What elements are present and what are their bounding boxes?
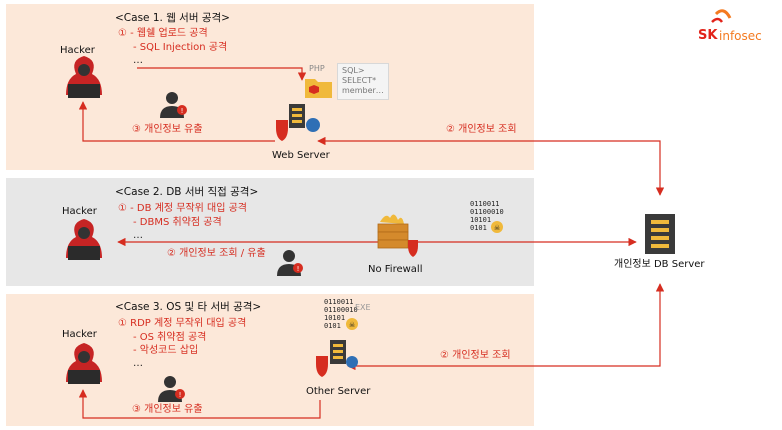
case3-ellipsis: … bbox=[133, 358, 143, 369]
case3-exfil-arrow bbox=[78, 389, 321, 419]
case1-exfil-arrow bbox=[78, 101, 275, 142]
case2-panel bbox=[6, 178, 534, 286]
case2-ellipsis: … bbox=[133, 230, 143, 241]
case3-server-label: Other Server bbox=[306, 386, 371, 397]
case3-step1: ① RDP 계정 무작위 대입 공격 bbox=[118, 318, 247, 329]
binary-line: 0110011 bbox=[470, 200, 500, 208]
case1-step3: ③ 개인정보 유출 bbox=[132, 124, 203, 135]
db-server-label: 개인정보 DB Server bbox=[614, 259, 705, 270]
svg-text:☠: ☠ bbox=[349, 321, 355, 329]
sql-line: SQL> bbox=[342, 66, 365, 75]
logo-name: infosec bbox=[719, 29, 762, 43]
case1-hacker-label: Hacker bbox=[60, 45, 95, 56]
case2-sub1: - DBMS 취약점 공격 bbox=[133, 217, 222, 228]
binary-line: 01100010 bbox=[470, 208, 504, 216]
binary-line: 10101 bbox=[324, 314, 346, 322]
case1-query-arrow bbox=[317, 136, 665, 196]
case1-title: <Case 1. 웹 서버 공격> bbox=[115, 12, 230, 24]
case1-php-label: PHP bbox=[309, 64, 325, 73]
case3-sub1: - OS 취약점 공격 bbox=[133, 332, 207, 343]
svg-text:☠: ☠ bbox=[494, 224, 500, 232]
svg-text:!: ! bbox=[181, 107, 184, 115]
case2-firewall-label: No Firewall bbox=[368, 264, 423, 275]
sql-line: SELECT* bbox=[342, 76, 377, 85]
case1-sub1: - SQL Injection 공격 bbox=[133, 42, 228, 53]
case3-sub2: - 악성코드 삽입 bbox=[133, 345, 199, 356]
case3-query-arrow bbox=[347, 283, 665, 371]
case3-binary: 0110011 01100010 10101 0101 bbox=[324, 298, 358, 330]
case3-hacker-label: Hacker bbox=[62, 329, 97, 340]
case1-step1: ① - 웹쉘 업로드 공격 bbox=[118, 28, 208, 39]
sql-snippet-box: SQL> SELECT* member… bbox=[337, 63, 389, 100]
sql-line: member… bbox=[342, 86, 384, 95]
case1-step2: ② 개인정보 조회 bbox=[446, 124, 517, 135]
binary-line: 0101 bbox=[470, 224, 487, 232]
case2-binary: 0110011 01100010 10101 0101 bbox=[470, 200, 504, 232]
svg-text:!: ! bbox=[179, 391, 182, 399]
case2-step1: ① - DB 계정 무작위 대입 공격 bbox=[118, 203, 248, 214]
case3-title: <Case 3. OS 및 타 서버 공격> bbox=[115, 301, 262, 313]
case1-ellipsis: … bbox=[133, 55, 143, 66]
binary-line: 01100010 bbox=[324, 306, 358, 314]
binary-line: 0110011 bbox=[324, 298, 354, 306]
binary-line: 0101 bbox=[324, 322, 341, 330]
logo-mark: SK bbox=[698, 28, 718, 43]
case1-server-label: Web Server bbox=[272, 150, 330, 161]
case3-step3: ③ 개인정보 유출 bbox=[132, 404, 203, 415]
svg-text:!: ! bbox=[297, 265, 300, 273]
case2-hacker-label: Hacker bbox=[62, 206, 97, 217]
case2-title: <Case 2. DB 서버 직접 공격> bbox=[115, 186, 259, 198]
case3-step2: ② 개인정보 조회 bbox=[440, 350, 511, 361]
case3-exe-label: EXE bbox=[355, 303, 371, 312]
case1-upload-arrow bbox=[137, 67, 307, 81]
binary-line: 10101 bbox=[470, 216, 492, 224]
case2-step2: ② 개인정보 조회 / 유출 bbox=[167, 248, 266, 259]
